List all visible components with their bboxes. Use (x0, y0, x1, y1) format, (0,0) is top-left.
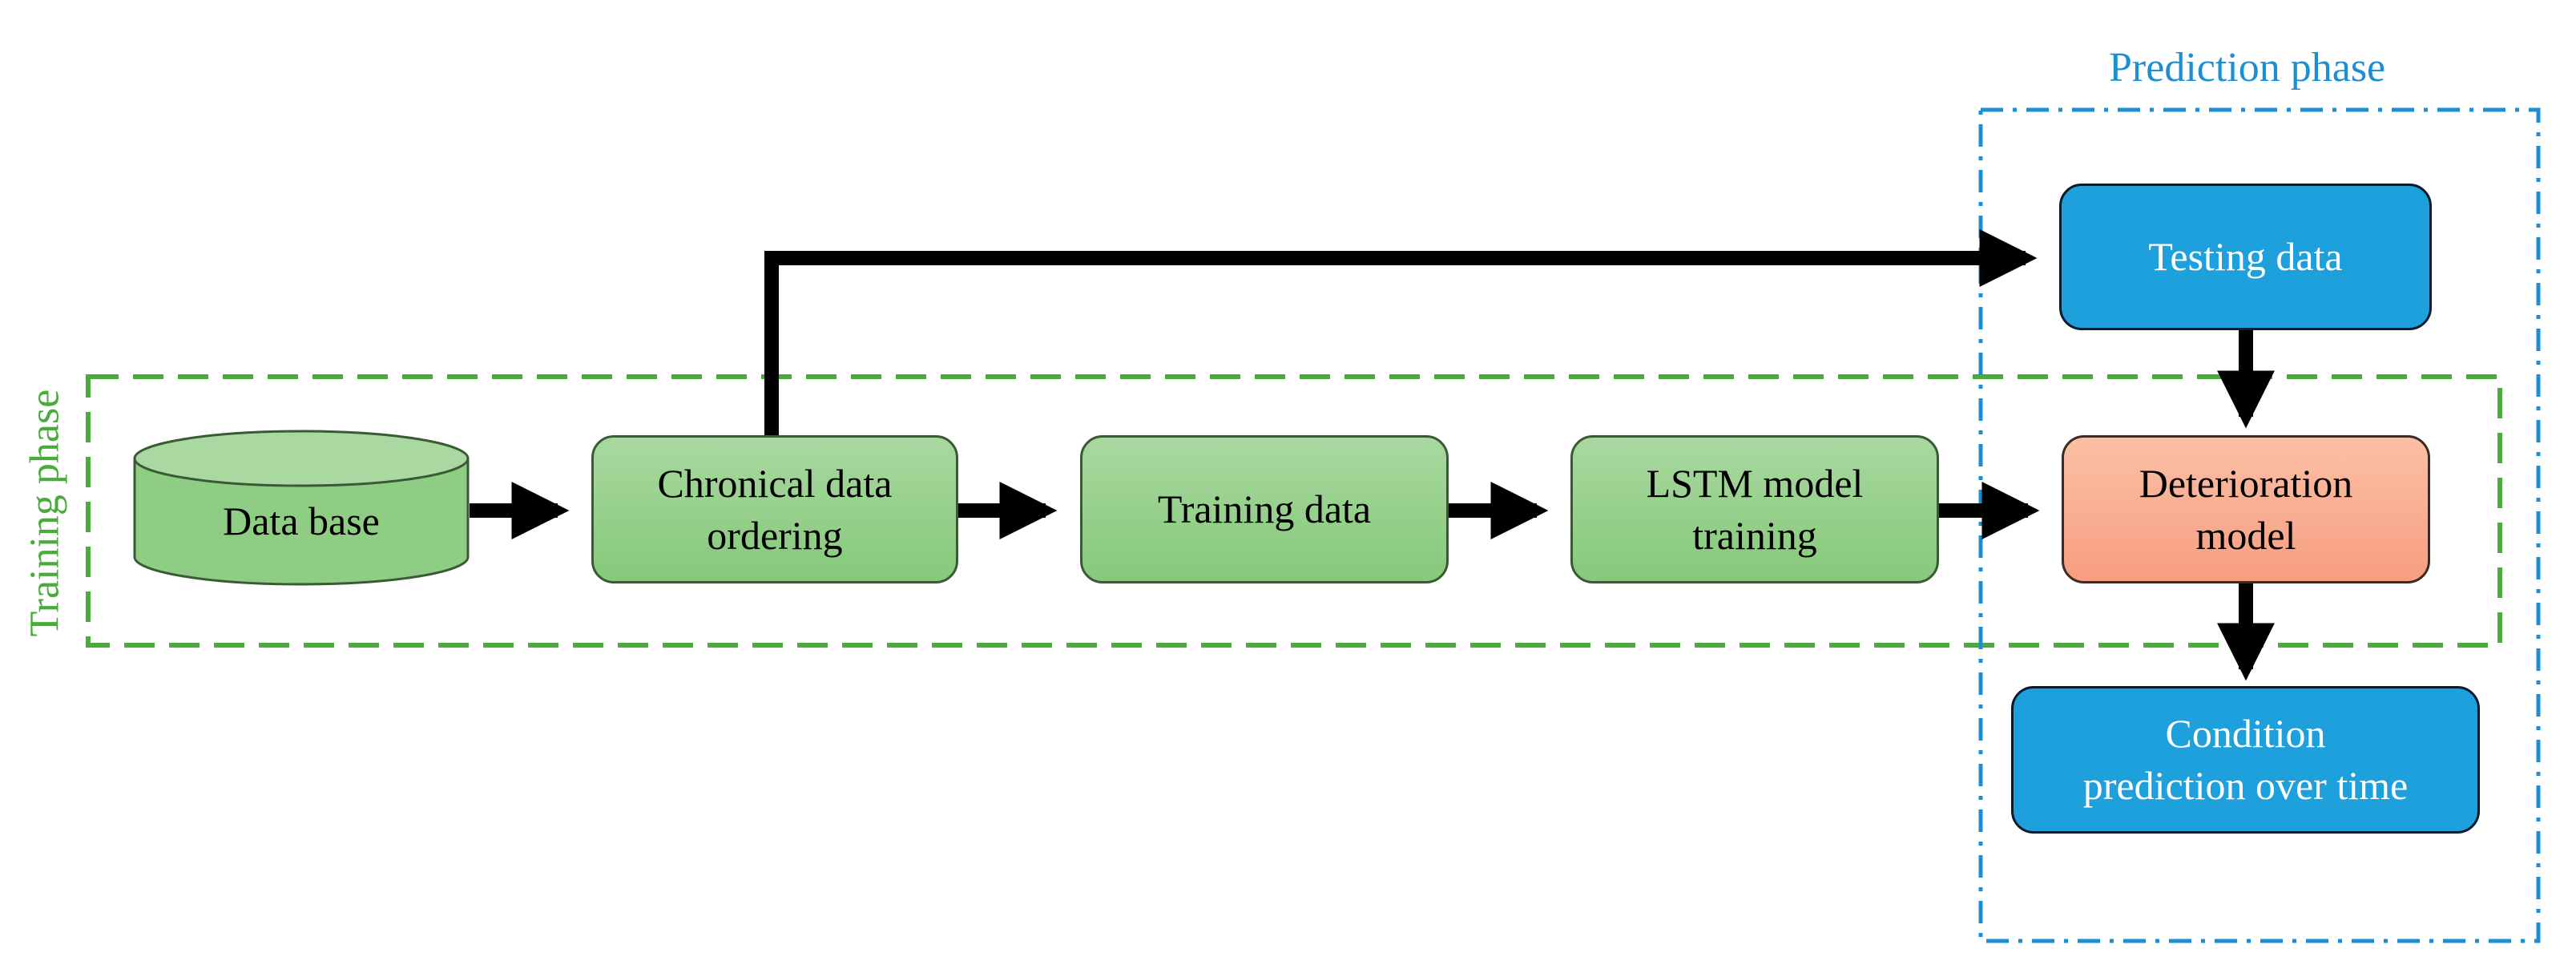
training-data-node: Training data (1080, 435, 1449, 583)
arrows (470, 229, 2275, 681)
deterioration-label-line2: model (2195, 512, 2296, 558)
arrow-chronical-to-testing (764, 229, 2038, 435)
testing-data-node: Testing data (2059, 184, 2432, 330)
prediction-phase-region (1978, 107, 2541, 943)
database-cylinder-icon (133, 430, 470, 586)
chronical-label-line1: Chronical data (657, 460, 893, 506)
database-label: Data base (223, 498, 380, 543)
prediction-phase-label: Prediction phase (2109, 45, 2386, 91)
lstm-label-line2: training (1692, 512, 1817, 558)
condition-prediction-node: Condition prediction over time (2011, 686, 2480, 834)
chronical-data-ordering-node: Chronical data ordering (591, 435, 958, 583)
condition-label-line2: prediction over time (2082, 763, 2409, 808)
deterioration-label-line1: Deterioration (2139, 460, 2353, 506)
training-phase-label: Training phase (22, 389, 68, 637)
condition-label-line1: Condition (2165, 711, 2326, 756)
lstm-model-training-node: LSTM model training (1570, 435, 1939, 583)
chronical-label-line2: ordering (707, 512, 843, 558)
training-phase-region (86, 374, 2502, 648)
testing-data-label: Testing data (2148, 234, 2343, 279)
deterioration-model-node: Deterioration model (2062, 435, 2430, 583)
database-node: Data base (135, 481, 468, 561)
training-data-label: Training data (1157, 486, 1372, 531)
lstm-label-line1: LSTM model (1646, 460, 1864, 506)
